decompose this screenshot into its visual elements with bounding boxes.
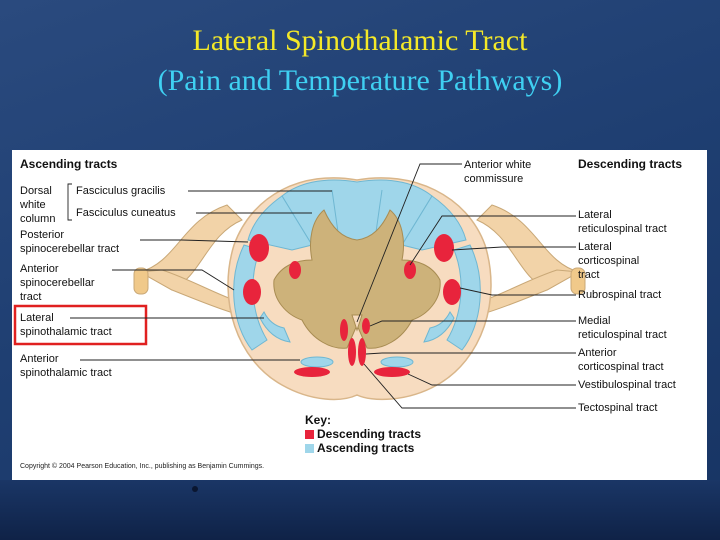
right-lateral-reticulospinal: [404, 261, 416, 279]
label-lat-rs-2: reticulospinal tract: [578, 223, 667, 235]
label-ant-spcb-3: tract: [20, 291, 41, 303]
label-lat-cs-3: tract: [578, 269, 599, 281]
left-lateral-spinothalamic: [259, 311, 291, 343]
ant-cs-leader: [365, 352, 576, 355]
lat-cs-leader: [451, 246, 576, 251]
right-root-stub: [570, 267, 586, 295]
right-lateral-corticospinal: [434, 234, 454, 262]
tecto-leader: [363, 363, 576, 409]
fasciculus-cuneatus-area-right: [401, 195, 467, 251]
label-awc-2: commissure: [464, 173, 523, 185]
label-gracilis: Fasciculus gracilis: [76, 185, 166, 197]
label-tecto: Tectospinal tract: [578, 402, 657, 414]
left-rubrospinal: [243, 279, 261, 305]
dorsal-bracket: [67, 183, 72, 221]
label-dorsal-1: Dorsal: [20, 185, 52, 197]
left-lateral-reticulospinal: [289, 261, 301, 279]
ant-spcb-leader: [112, 269, 235, 291]
label-dorsal-3: column: [20, 213, 55, 225]
label-awc-1: Anterior white: [464, 159, 531, 171]
label-lat-st-1: Lateral: [20, 312, 54, 324]
diagram-panel: Ascending tracts Descending tracts Dorsa…: [12, 150, 707, 480]
label-lat-rs-1: Lateral: [578, 209, 612, 221]
right-lateral-spinothalamic: [423, 311, 455, 343]
label-med-rs-1: Medial: [578, 315, 610, 327]
key-ascending-swatch: [305, 444, 314, 453]
label-vest: Vestibulospinal tract: [578, 379, 676, 391]
medial-reticulospinal-right: [362, 318, 370, 334]
right-anterior-spinothalamic: [380, 356, 414, 368]
anterior-corticospinal-right: [358, 338, 366, 366]
post-spcb-leader: [140, 239, 249, 243]
lat-rs-leader: [409, 215, 576, 266]
copyright-text: Copyright © 2004 Pearson Education, Inc.…: [20, 462, 264, 470]
right-ventral-root: [478, 269, 581, 316]
med-rs-leader: [369, 320, 576, 327]
slide-title: Lateral Spinothalamic Tract: [192, 24, 528, 57]
left-root-stub: [133, 267, 149, 295]
left-nerve-root: [138, 204, 243, 291]
key-ascending-label: Ascending tracts: [317, 441, 415, 455]
left-lateral-corticospinal: [249, 234, 269, 262]
slide-footer-background: [0, 480, 720, 540]
label-med-rs-2: reticulospinal tract: [578, 329, 667, 341]
highlight-box: [13, 304, 148, 346]
left-ventral-root: [138, 269, 241, 316]
right-rubrospinal: [443, 279, 461, 305]
key-descending-label: Descending tracts: [317, 427, 421, 441]
ascending-header: Ascending tracts: [20, 157, 118, 171]
right-spinocerebellar-band: [446, 244, 481, 351]
right-nerve-root: [476, 204, 581, 291]
label-ant-cs-1: Anterior: [578, 347, 617, 359]
slide-subtitle: (Pain and Temperature Pathways): [157, 64, 563, 97]
label-post-spcb-2: spinocerebellar tract: [20, 243, 119, 255]
central-canal: [351, 314, 363, 332]
awc-leader: [356, 163, 462, 323]
label-ant-st-1: Anterior: [20, 353, 59, 365]
label-ant-cs-2: corticospinal tract: [578, 361, 664, 373]
label-ant-spcb-1: Anterior: [20, 263, 59, 275]
label-ant-st-2: spinothalamic tract: [20, 367, 112, 379]
label-dorsal-2: white: [19, 199, 46, 211]
descending-header: Descending tracts: [578, 157, 682, 171]
label-lat-cs-2: corticospinal: [578, 255, 639, 267]
label-cuneatus: Fasciculus cuneatus: [76, 207, 176, 219]
anterior-corticospinal-left: [348, 338, 356, 366]
label-lat-st-2: spinothalamic tract: [20, 326, 112, 338]
key-title: Key:: [305, 413, 331, 427]
decorative-dot: [192, 486, 198, 492]
label-post-spcb-1: Posterior: [20, 229, 64, 241]
vest-leader: [407, 373, 576, 386]
spinal-cord-diagram: Ascending tracts Descending tracts Dorsa…: [13, 157, 682, 470]
label-ant-spcb-2: spinocerebellar: [20, 277, 95, 289]
rubro-leader: [459, 287, 576, 296]
medial-reticulospinal-left: [340, 319, 348, 341]
label-rubro: Rubrospinal tract: [578, 289, 661, 301]
left-anterior-spinothalamic: [300, 356, 334, 368]
left-vestibulospinal: [294, 367, 330, 377]
right-vestibulospinal: [374, 367, 410, 377]
label-lat-cs-1: Lateral: [578, 241, 612, 253]
key-descending-swatch: [305, 430, 314, 439]
